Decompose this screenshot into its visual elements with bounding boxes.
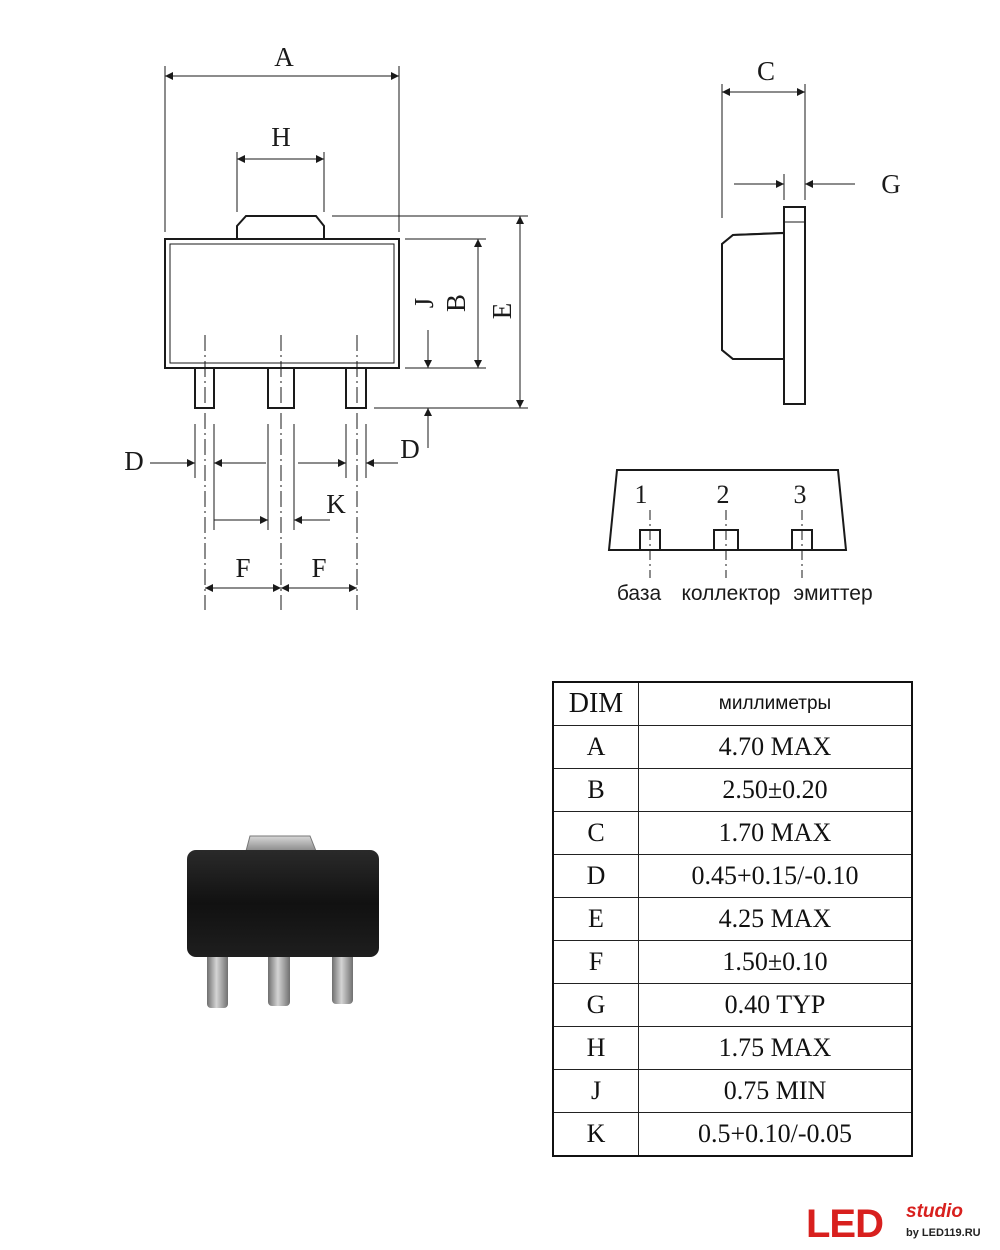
ledstudio-logo: LED studio by LED119.RU: [806, 1201, 991, 1247]
row-value: 0.45+0.15/-0.10: [638, 854, 913, 898]
pin-name-3: эмиттер: [793, 582, 872, 605]
dim-label-k: K: [326, 489, 346, 519]
photo-tab: [245, 835, 317, 852]
logo-brand: LED: [806, 1202, 884, 1246]
row-value: 4.70 MAX: [638, 725, 913, 769]
dim-label-a: A: [274, 42, 294, 72]
table-header-row: DIM миллиметры: [552, 681, 913, 726]
dim-label-f-right: F: [311, 553, 326, 583]
pin-number-3: 3: [794, 480, 807, 509]
row-dim: K: [552, 1112, 639, 1157]
row-value: 1.70 MAX: [638, 811, 913, 855]
dim-label-d-right: D: [400, 434, 420, 464]
row-dim: B: [552, 768, 639, 812]
row-dim: G: [552, 983, 639, 1027]
row-dim: E: [552, 897, 639, 941]
package-body-outline: [164, 238, 400, 369]
row-dim: A: [552, 725, 639, 769]
row-value: 0.75 MIN: [638, 1069, 913, 1113]
photo-lead-2: [268, 948, 290, 1006]
pinout-view: [607, 469, 848, 578]
dim-label-e: E: [487, 303, 517, 320]
side-view: [721, 84, 855, 405]
dim-label-g: G: [881, 169, 901, 199]
header-unit: миллиметры: [638, 681, 913, 726]
dim-label-h: H: [271, 122, 291, 152]
dim-label-b: B: [441, 294, 471, 312]
photo-lead-1: [207, 948, 228, 1008]
pin-number-1: 1: [635, 480, 648, 509]
row-value: 4.25 MAX: [638, 897, 913, 941]
row-dim: D: [552, 854, 639, 898]
row-dim: C: [552, 811, 639, 855]
logo-suffix: studio: [906, 1201, 963, 1222]
pin-name-2: коллектор: [682, 582, 781, 605]
row-dim: J: [552, 1069, 639, 1113]
package-tab-outline: [236, 215, 325, 239]
row-value: 0.40 TYP: [638, 983, 913, 1027]
dim-label-f-left: F: [235, 553, 250, 583]
row-dim: H: [552, 1026, 639, 1070]
row-value: 1.75 MAX: [638, 1026, 913, 1070]
row-value: 2.50±0.20: [638, 768, 913, 812]
logo-byline: by LED119.RU: [906, 1227, 981, 1239]
row-dim: F: [552, 940, 639, 984]
row-value: 0.5+0.10/-0.05: [638, 1112, 913, 1157]
lead-3-outline: [345, 367, 367, 409]
top-view: [150, 66, 528, 610]
header-dim: DIM: [552, 681, 639, 726]
pinout-body-outline: [607, 469, 848, 551]
row-value: 1.50±0.10: [638, 940, 913, 984]
package-photo: [187, 835, 379, 1008]
photo-lead-3: [332, 948, 353, 1004]
photo-body: [187, 850, 379, 957]
dim-label-c: C: [757, 56, 775, 86]
side-lead-outline: [783, 206, 806, 405]
pin-number-2: 2: [717, 480, 730, 509]
dim-label-j: J: [409, 298, 439, 309]
pin-name-1: база: [617, 582, 662, 605]
dim-label-d-left: D: [124, 446, 144, 476]
